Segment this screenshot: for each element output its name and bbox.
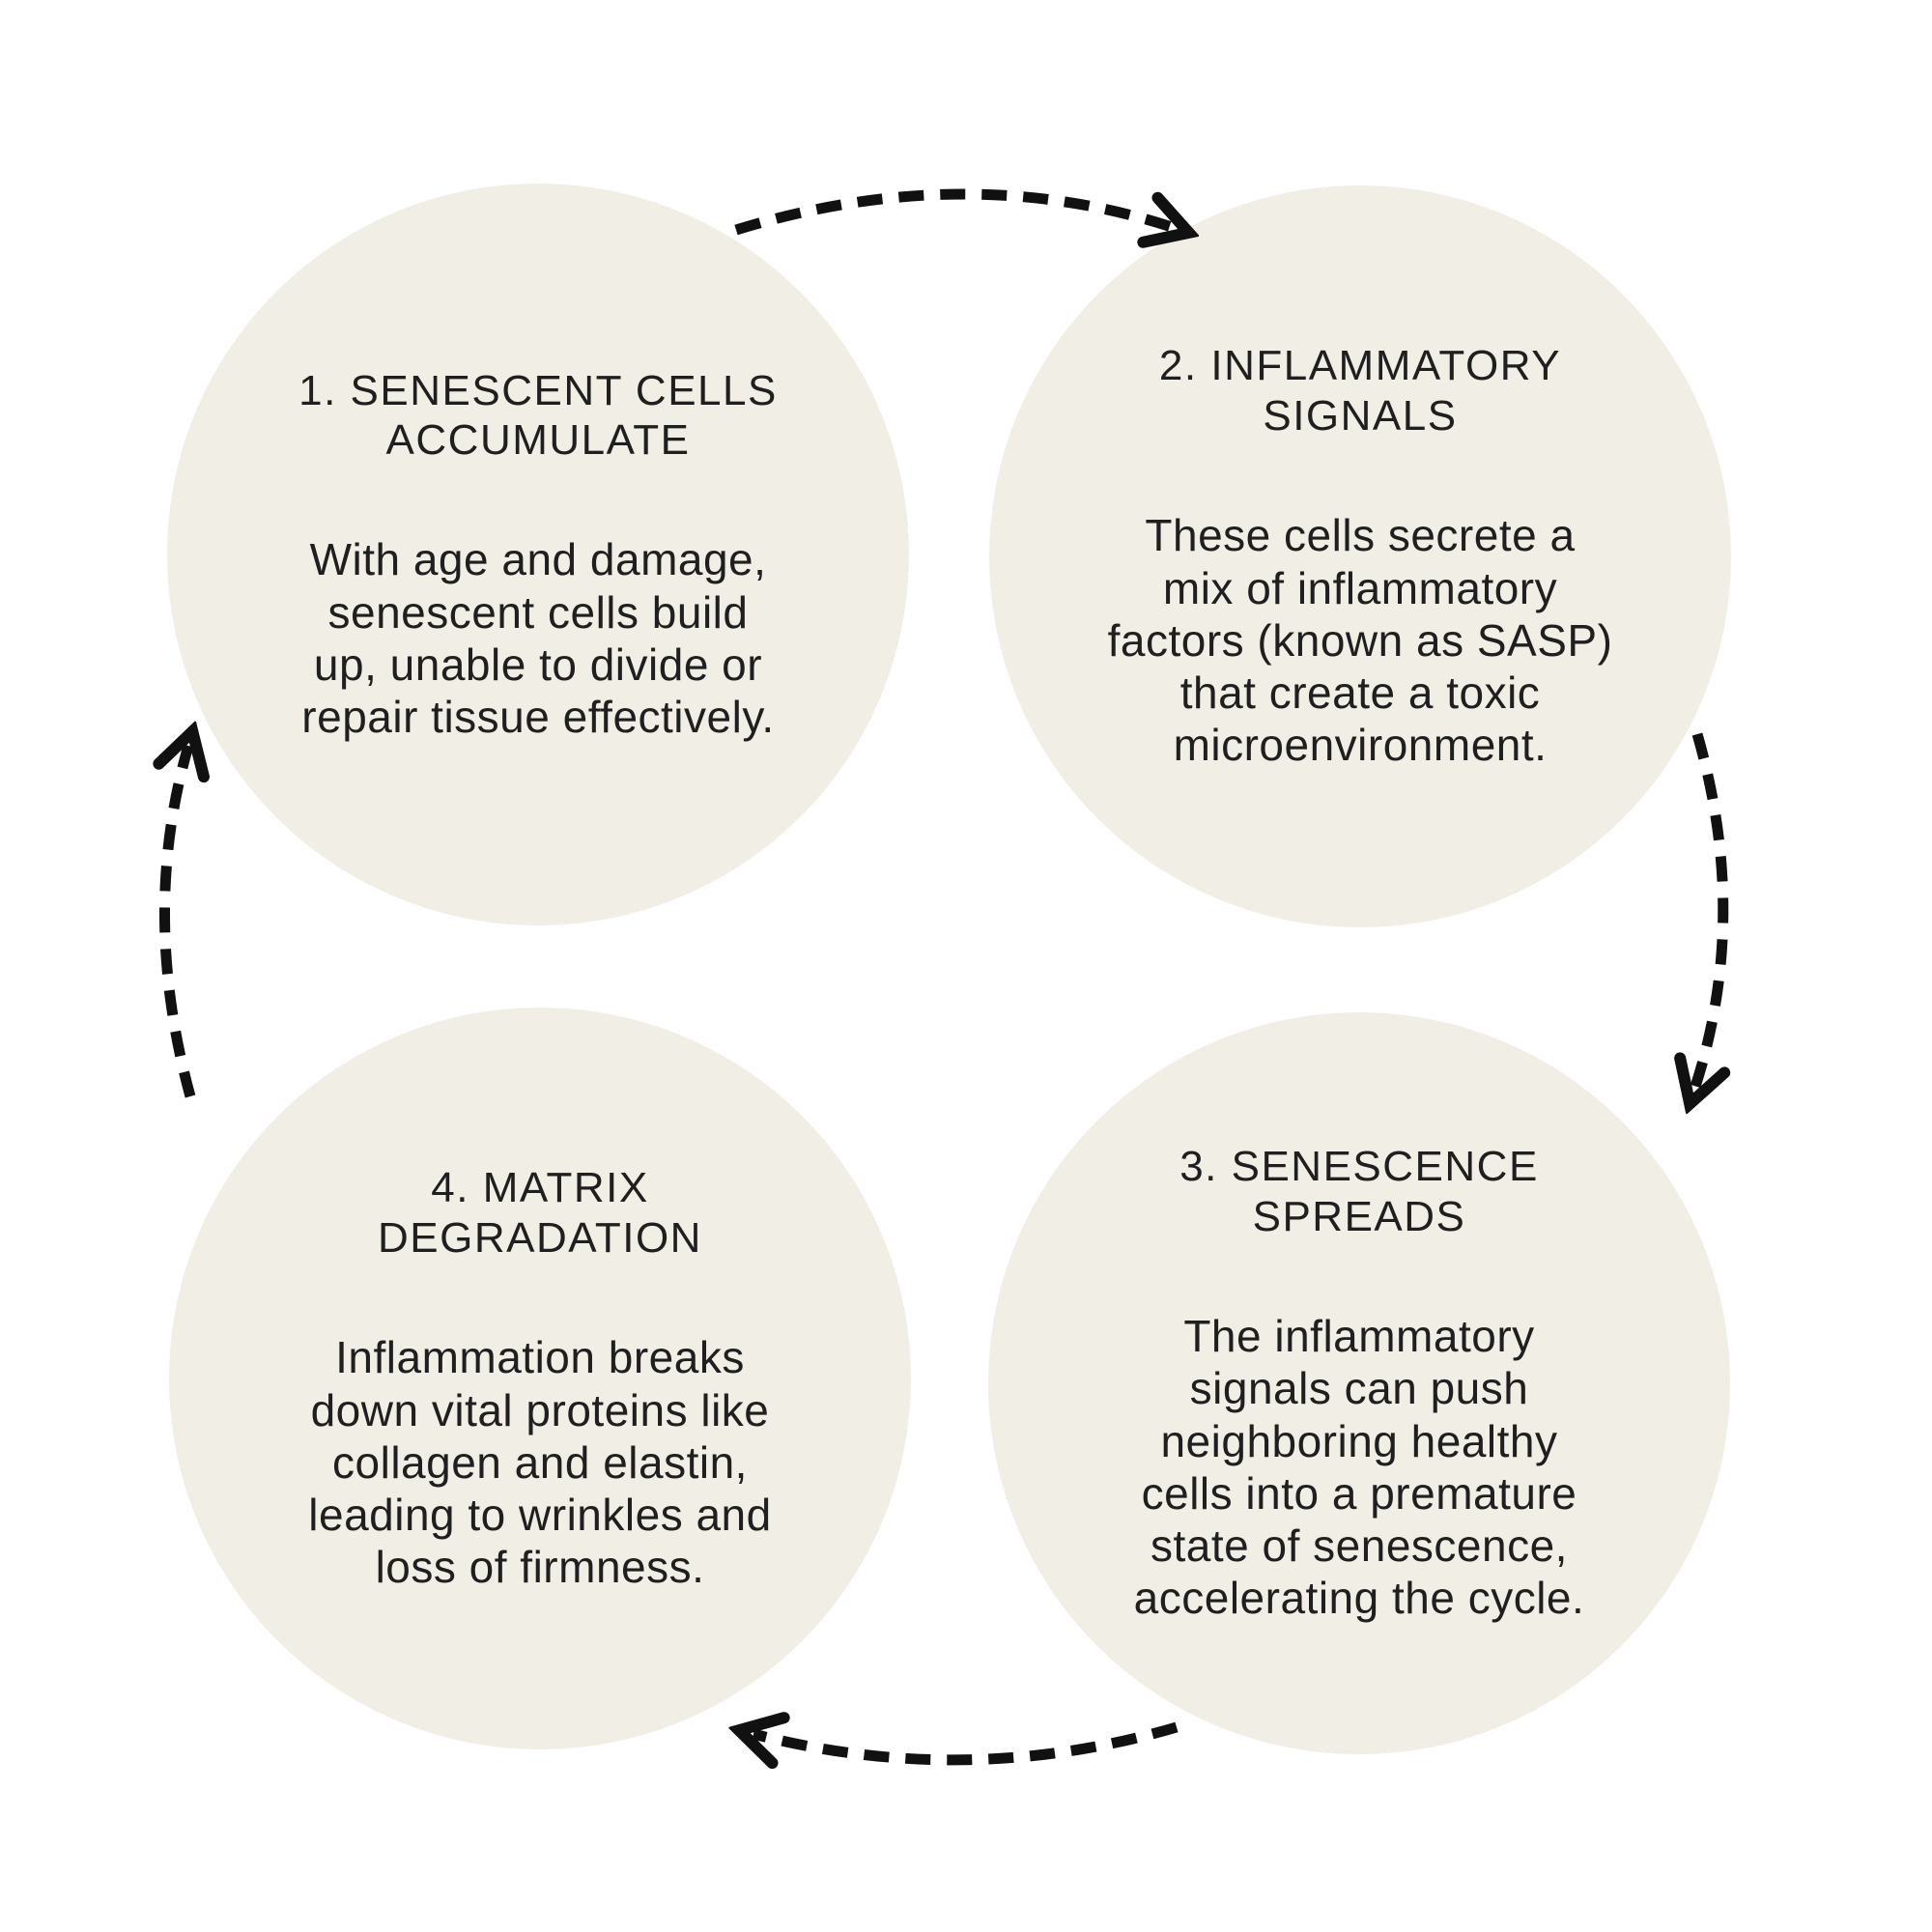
- step-2-title: 2. INFLAMMATORY SIGNALS: [1158, 342, 1562, 440]
- step-2-description: These cells secrete a mix of inflammator…: [1107, 510, 1613, 771]
- step-3-description: The inflammatory signals can push neighb…: [1133, 1311, 1585, 1624]
- step-1-description: With age and damage, senescent cells bui…: [301, 534, 775, 743]
- step-circle-2: 2. INFLAMMATORY SIGNALS These cells secr…: [989, 185, 1731, 927]
- step-4-description: Inflammation breaks down vital proteins …: [308, 1332, 772, 1593]
- step-4-title: 4. MATRIX DEGRADATION: [378, 1164, 702, 1263]
- arrow-step1-to-step2-icon: [734, 188, 1175, 230]
- step-circle-4: 4. MATRIX DEGRADATION Inflammation break…: [169, 1008, 911, 1749]
- arrow-step2-to-step3-icon: [1694, 732, 1723, 1090]
- step-3-title: 3. SENESCENCE SPREADS: [1179, 1143, 1539, 1241]
- arrow-step3-to-step4-icon: [753, 1727, 1179, 1760]
- arrow-step4-to-step1-icon: [164, 746, 190, 1098]
- step-circle-3: 3. SENESCENCE SPREADS The inflammatory s…: [988, 1012, 1730, 1754]
- step-circle-1: 1. SENESCENT CELLS ACCUMULATE With age a…: [167, 184, 909, 925]
- step-1-title: 1. SENESCENT CELLS ACCUMULATE: [298, 366, 778, 465]
